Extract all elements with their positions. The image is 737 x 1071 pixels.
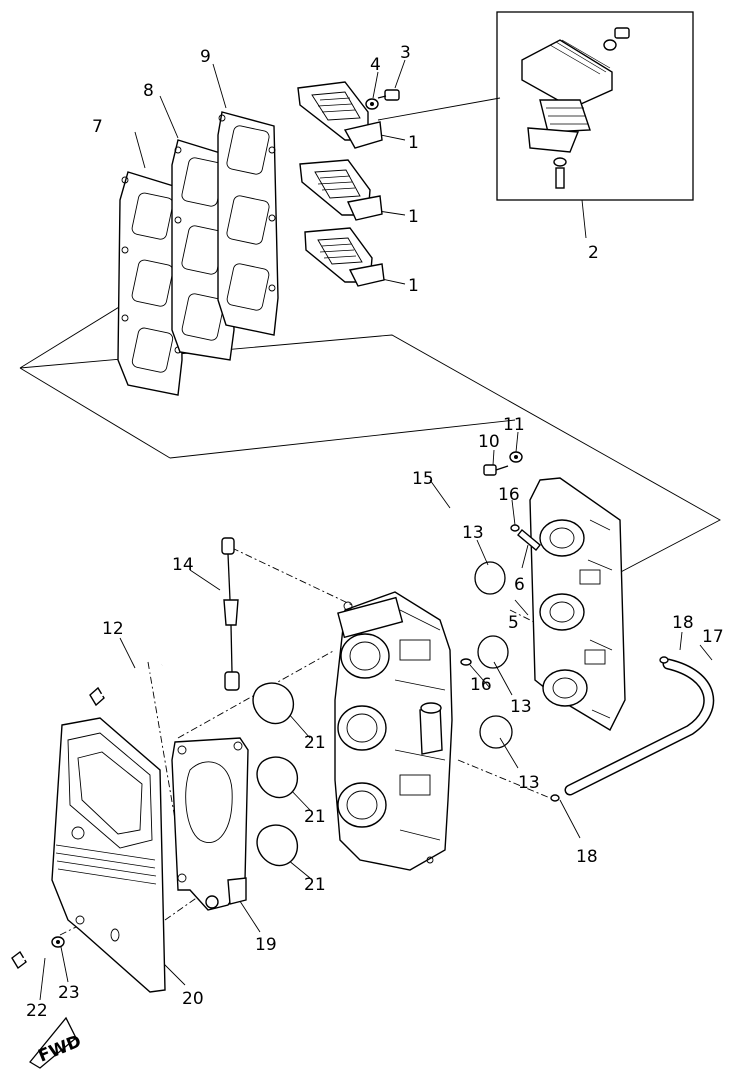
gasket-21-middle	[256, 756, 299, 799]
gasket-21-upper	[252, 682, 295, 725]
callout-6: 6	[514, 575, 525, 595]
bolt-22	[11, 943, 53, 970]
reed-valve-bottom	[304, 227, 385, 287]
callout-12: 12	[102, 619, 124, 639]
washer-23	[51, 936, 65, 948]
fitting-6	[517, 529, 541, 551]
o-ring-middle	[477, 635, 509, 669]
bolt-12	[89, 663, 163, 707]
callout-13-middle: 13	[510, 697, 532, 717]
gasket-9	[217, 111, 279, 336]
callout-21-middle: 21	[304, 807, 326, 827]
callout-1-top: 1	[408, 133, 419, 153]
hose-15	[445, 507, 520, 666]
callout-11: 11	[503, 415, 525, 435]
callout-labels: 1 1 1 2 3 4 5 6 7 8 9 10 11 12 13 13 13 …	[26, 43, 724, 1021]
bolt-10	[483, 464, 509, 476]
callout-9: 9	[200, 47, 211, 67]
callout-20: 20	[182, 989, 204, 1009]
callout-23: 23	[58, 983, 80, 1003]
callout-10: 10	[478, 432, 500, 452]
callout-5: 5	[508, 613, 519, 633]
callout-2: 2	[588, 243, 599, 263]
callout-21-upper: 21	[304, 733, 326, 753]
callout-19: 19	[255, 935, 277, 955]
callout-4: 4	[370, 55, 381, 75]
callout-18-upper: 18	[672, 613, 694, 633]
o-ring-lower	[479, 715, 513, 749]
callout-3: 3	[400, 43, 411, 63]
callout-21-lower: 21	[304, 875, 326, 895]
callout-18-lower: 18	[576, 847, 598, 867]
callout-15: 15	[412, 469, 434, 489]
washer-4	[365, 98, 379, 110]
reed-valve-kit-box	[496, 11, 694, 201]
callout-13-lower: 13	[518, 773, 540, 793]
gasket-7	[117, 171, 183, 396]
callout-1-bottom: 1	[408, 276, 419, 296]
callout-16-lower: 16	[470, 675, 492, 695]
carburetor-assembly	[334, 591, 453, 871]
fwd-label: FWD	[36, 1031, 85, 1066]
o-ring-upper	[474, 561, 506, 595]
callout-8: 8	[143, 81, 154, 101]
reed-valve-middle	[299, 159, 383, 221]
callout-13-upper: 13	[462, 523, 484, 543]
washer-11	[509, 451, 523, 463]
link-rod-14	[221, 537, 240, 691]
intake-manifold	[529, 477, 626, 731]
callout-22: 22	[26, 1001, 48, 1021]
hose-17	[550, 656, 715, 802]
plate-19	[171, 737, 249, 911]
reed-valve-top	[297, 81, 383, 149]
gasket-21-lower	[256, 824, 299, 867]
callout-7: 7	[92, 117, 103, 137]
silencer-cover-20	[51, 717, 166, 993]
callout-17: 17	[702, 627, 724, 647]
callout-14: 14	[172, 555, 194, 575]
callout-1-middle: 1	[408, 207, 419, 227]
fwd-indicator: FWD	[29, 1016, 85, 1069]
screw-3	[377, 89, 400, 101]
callout-16-upper: 16	[498, 485, 520, 505]
